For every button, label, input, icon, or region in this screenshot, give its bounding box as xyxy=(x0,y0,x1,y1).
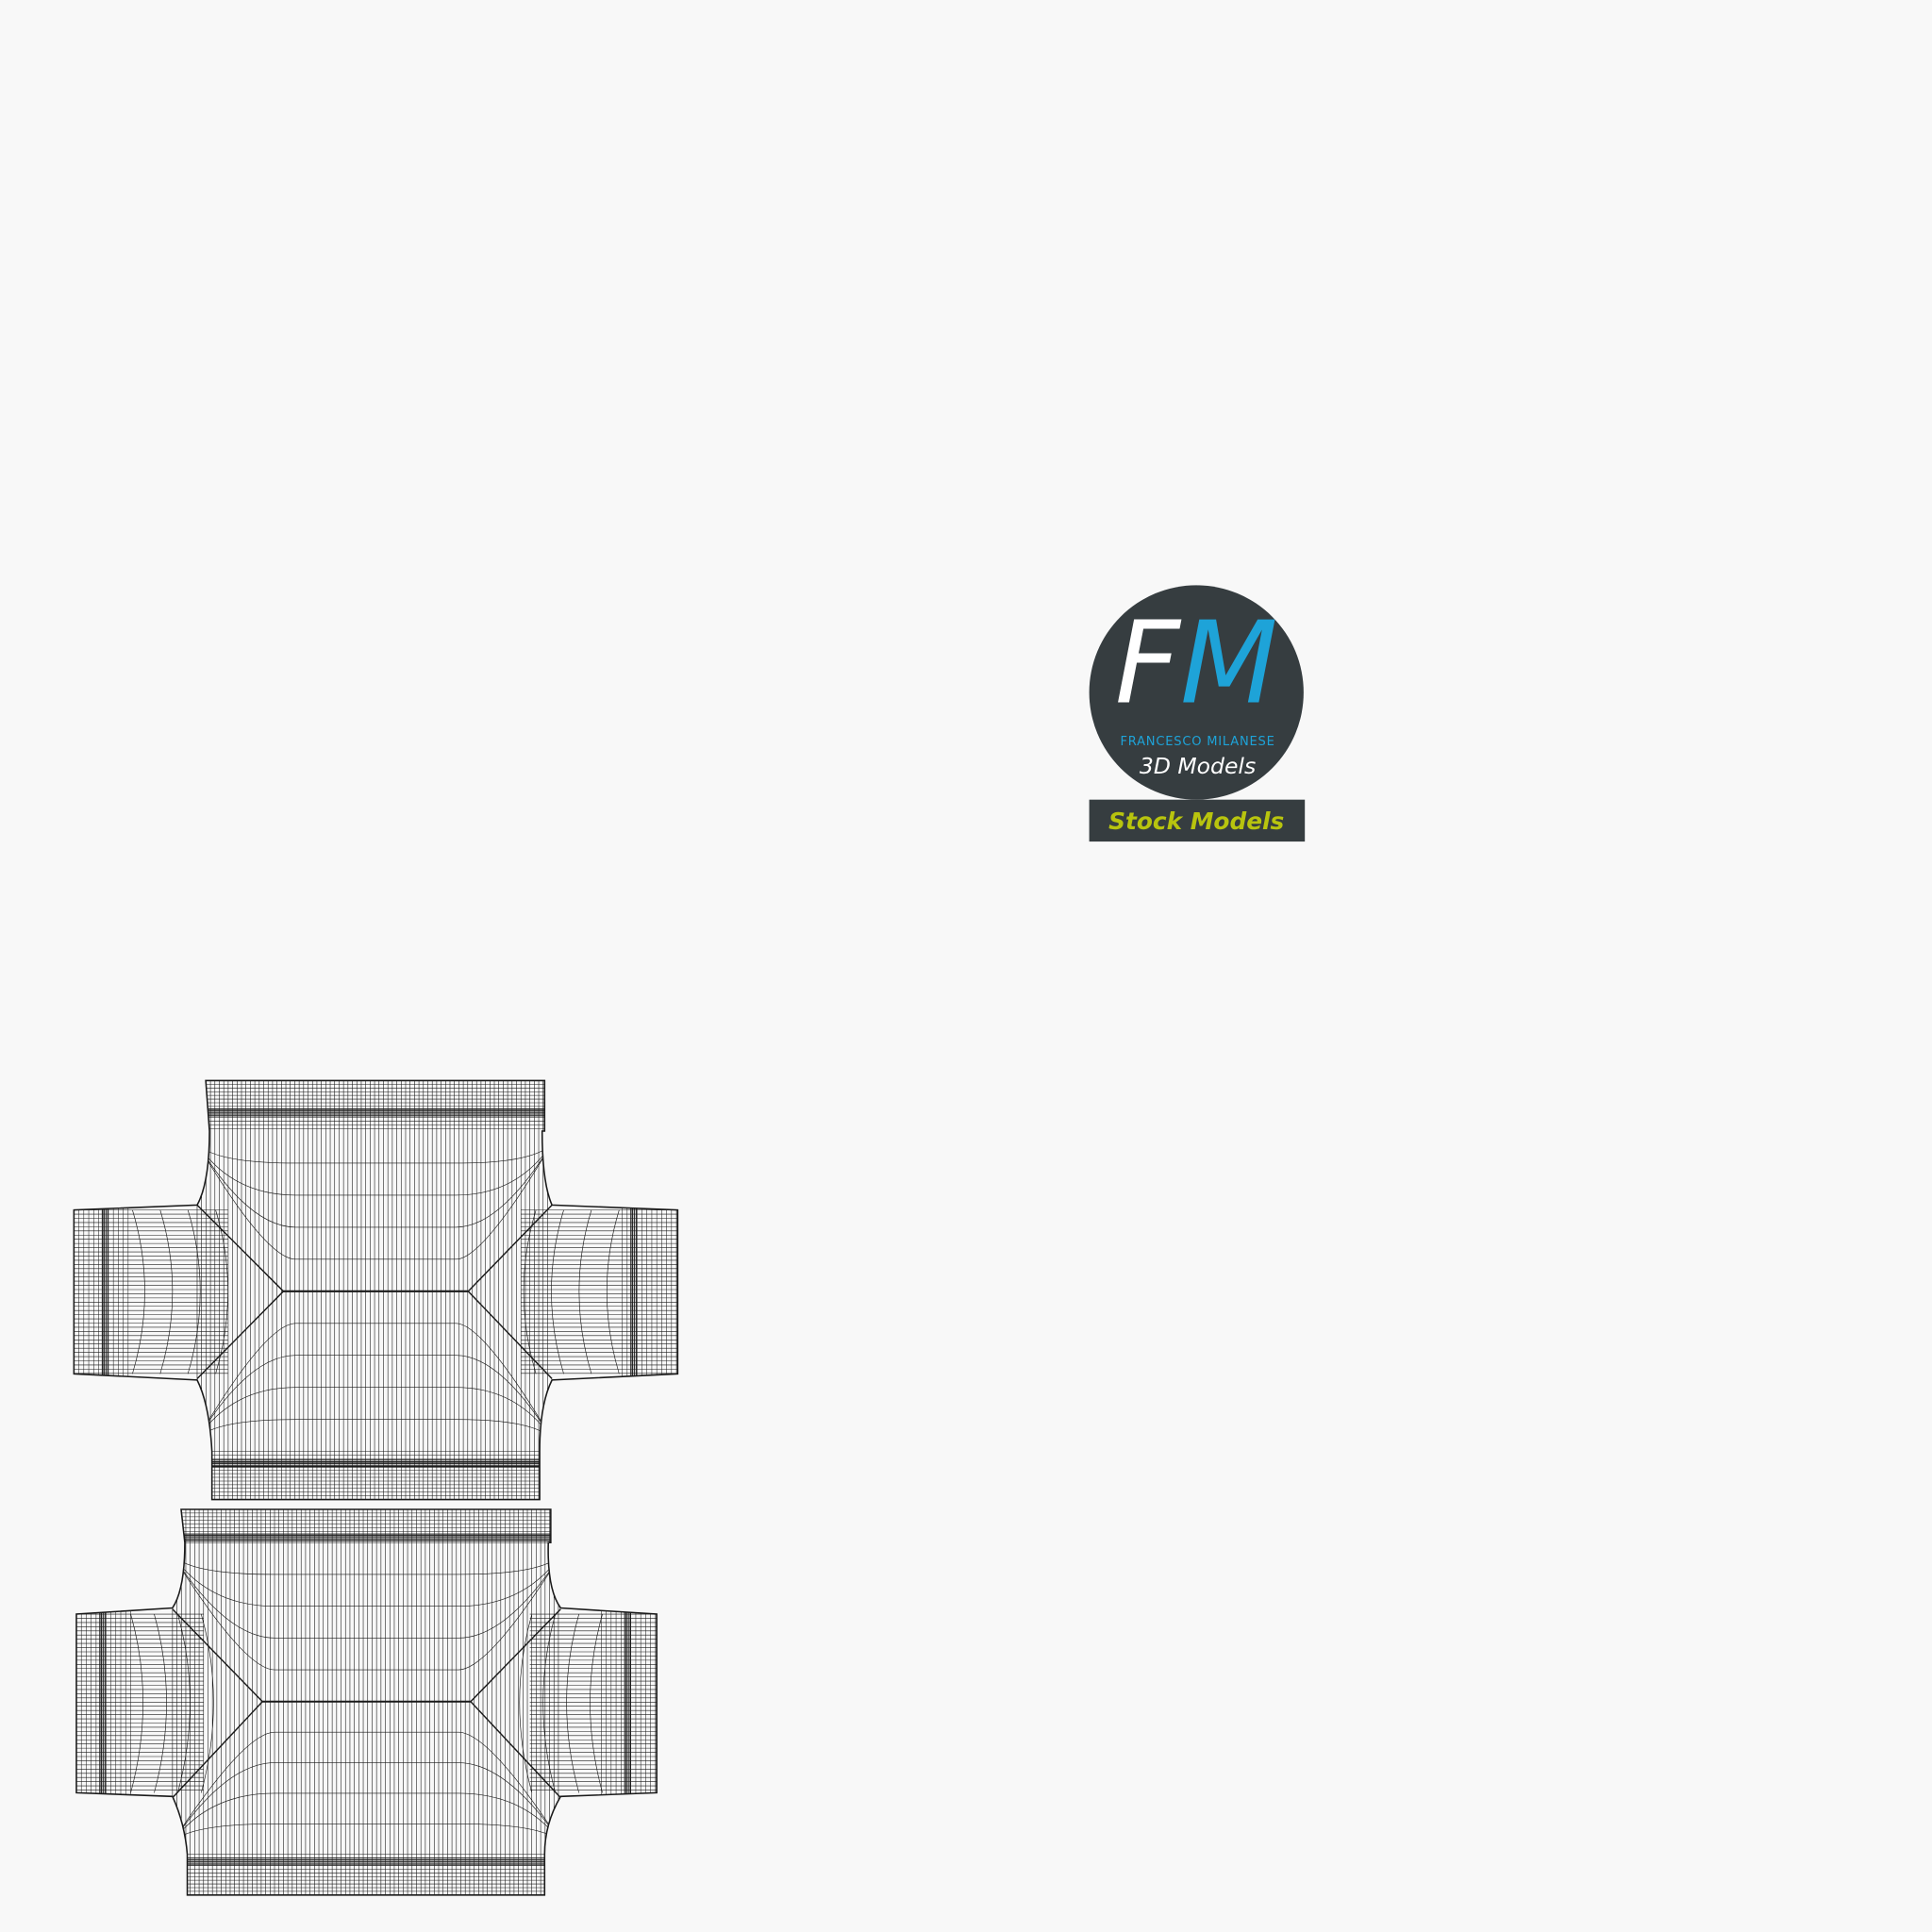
mesh-edge xyxy=(172,1701,263,1799)
mesh-edge-loop xyxy=(215,1209,228,1374)
logo-brand-name: FRANCESCO MILANESE xyxy=(1120,735,1274,749)
logo-banner xyxy=(1089,799,1306,842)
mesh-edge xyxy=(196,1291,284,1380)
mesh-edge xyxy=(467,1291,553,1380)
mesh-edge xyxy=(196,1204,284,1292)
uv-island-lower xyxy=(75,1508,658,1895)
mesh-edge-loop xyxy=(132,1209,145,1374)
mesh-edge-loop xyxy=(196,1142,553,1228)
mesh-edge-loop xyxy=(201,1613,214,1793)
logo-letter-f: F xyxy=(1115,597,1182,729)
logo-monogram: FM xyxy=(1115,597,1278,729)
mesh-edge xyxy=(470,1608,561,1703)
mesh-edge-loop xyxy=(177,1613,191,1793)
mesh-edge xyxy=(172,1608,263,1703)
mesh-edge-loop xyxy=(590,1613,603,1793)
mesh-edge-loop xyxy=(566,1613,579,1793)
mesh-edge-loop xyxy=(172,1823,561,1842)
mesh-edge-loop xyxy=(172,1555,561,1671)
mesh-edge xyxy=(470,1701,561,1799)
mesh-edge-loop xyxy=(578,1209,592,1374)
logo-letter-m: M xyxy=(1180,597,1278,729)
mesh-edge-loop xyxy=(542,1613,557,1793)
mesh-edge-loop xyxy=(196,1142,553,1196)
logo-badge-circle xyxy=(1089,585,1304,800)
mesh-edge-loop xyxy=(172,1731,561,1842)
mesh-edge-loop xyxy=(551,1209,564,1374)
mesh-edge-loop xyxy=(172,1555,561,1607)
mesh-edge-loop xyxy=(172,1555,561,1639)
mesh-edge-loop xyxy=(172,1555,561,1575)
mesh-edge-loop xyxy=(196,1142,553,1260)
brand-logo: FM FRANCESCO MILANESE 3D Models Stock Mo… xyxy=(1089,585,1306,842)
uv-island-upper xyxy=(74,1080,678,1500)
uv-island-upper-outline xyxy=(73,1079,679,1501)
mesh-edge-loop xyxy=(159,1209,174,1374)
mesh-edge-loop xyxy=(130,1613,143,1793)
mesh-edge-loop xyxy=(172,1762,561,1842)
mesh-edge-loop xyxy=(172,1792,561,1842)
mesh-edge-loop xyxy=(523,1209,537,1374)
mesh-edge-loop xyxy=(196,1142,553,1164)
logo-tagline: 3D Models xyxy=(1140,753,1256,779)
mesh-edge-loop xyxy=(196,1323,553,1440)
mesh-edge-loop xyxy=(154,1613,167,1793)
mesh-edge-loop xyxy=(196,1387,553,1440)
mesh-edge xyxy=(467,1204,553,1292)
mesh-edge-loop xyxy=(519,1613,533,1793)
mesh-edge-loop xyxy=(196,1355,553,1440)
mesh-edge-loop xyxy=(606,1209,620,1374)
mesh-edge-loop xyxy=(187,1209,201,1374)
mesh-edge-loop xyxy=(196,1419,553,1440)
logo-banner-text: Stock Models xyxy=(1108,808,1284,835)
